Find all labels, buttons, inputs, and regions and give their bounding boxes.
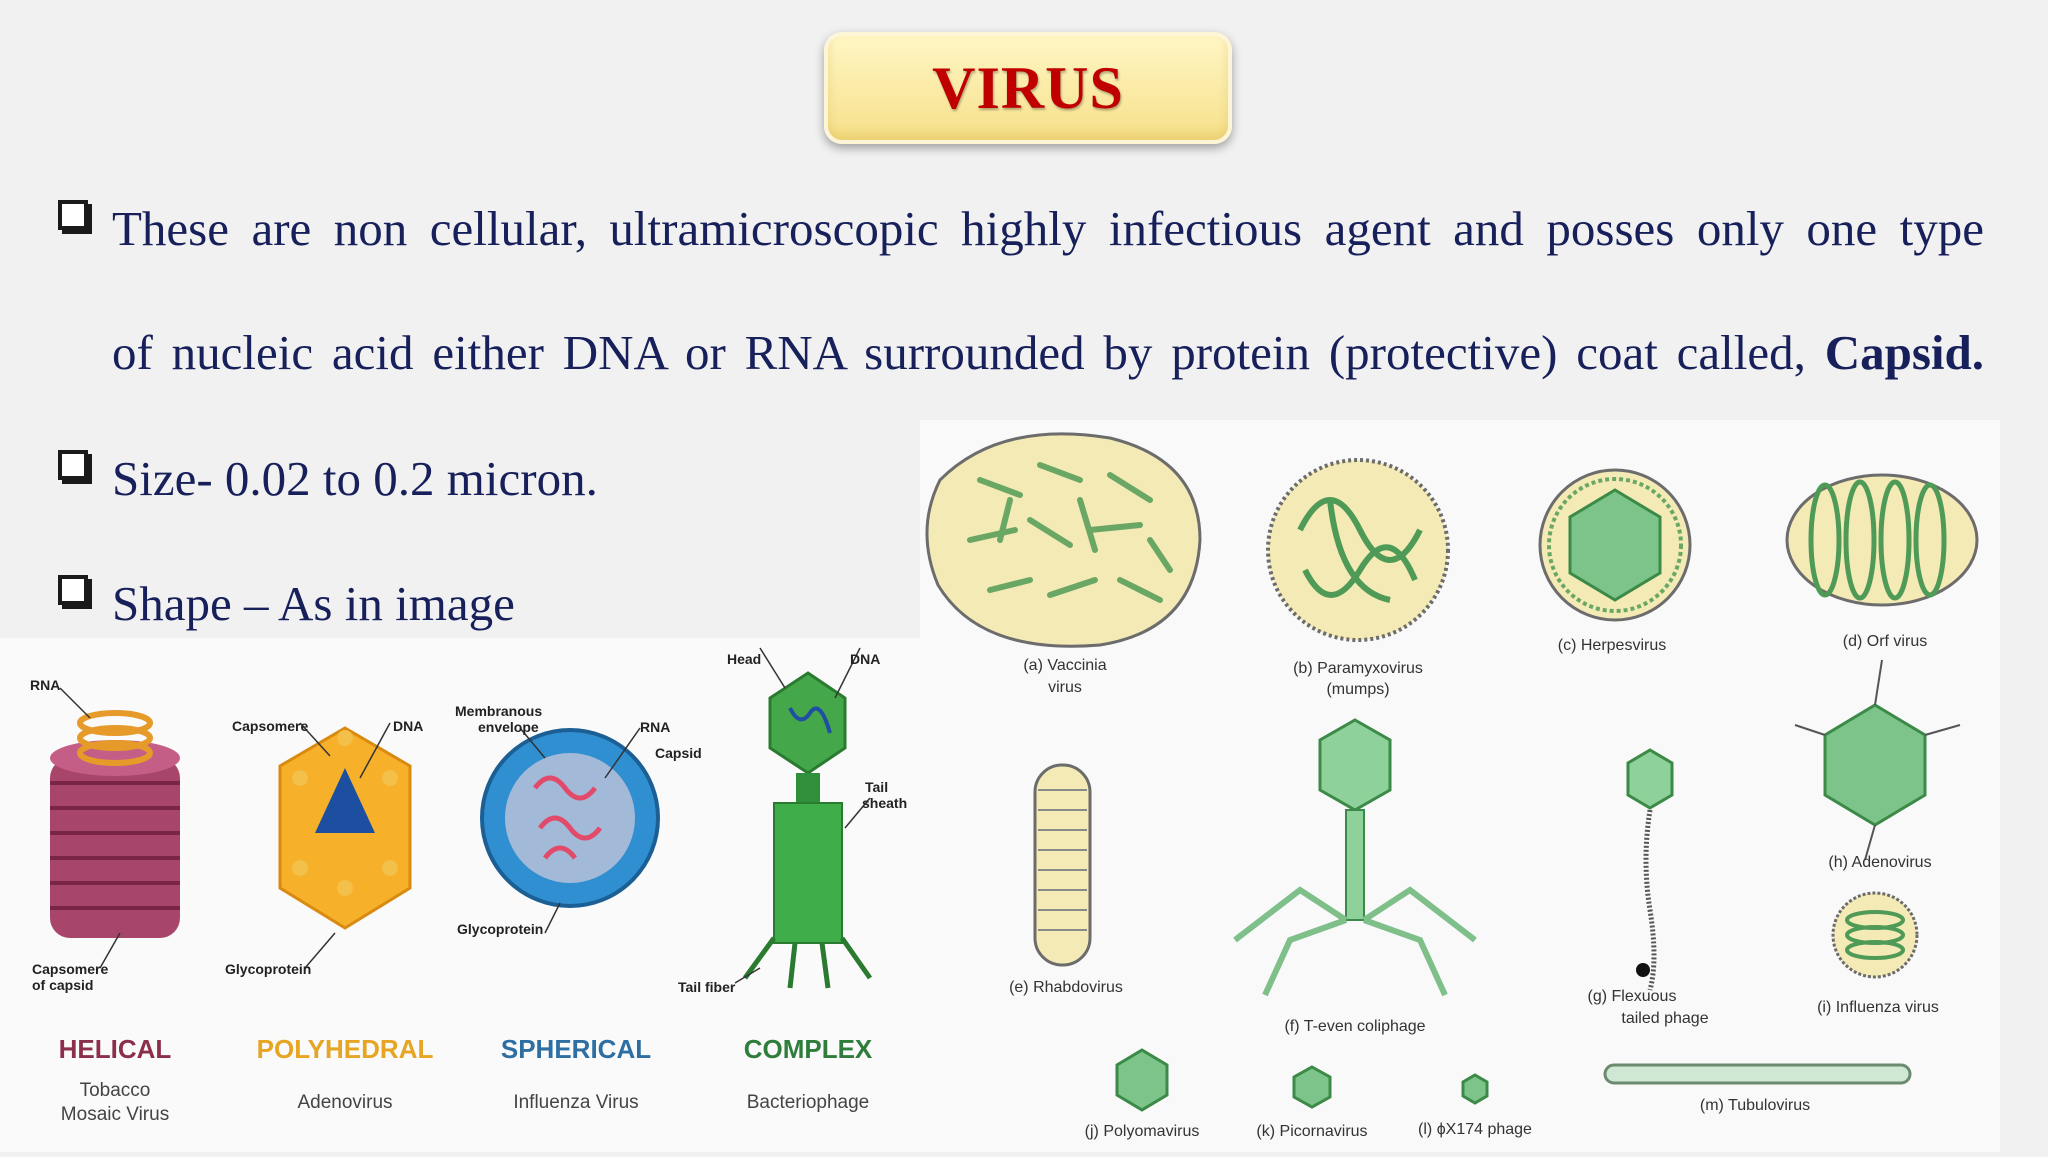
type-spherical: SPHERICAL — [501, 1034, 651, 1064]
vaccinia-illustration — [925, 432, 1202, 648]
picornavirus-illustration — [1292, 1065, 1332, 1109]
label-rna: RNA — [30, 677, 60, 693]
polyhedral-virus-illustration — [278, 722, 412, 969]
label-membranous: Membranous — [455, 703, 542, 719]
label-tubulovirus: (m) Tubulovirus — [1700, 1097, 1810, 1114]
label-head: Head — [727, 651, 761, 667]
label-vaccinia-2: virus — [1048, 679, 1082, 696]
polyomavirus-illustration — [1115, 1048, 1169, 1112]
label-adenovirus: (h) Adenovirus — [1828, 854, 1931, 871]
label-capsomere-capsid: Capsomere — [32, 961, 108, 977]
type-helical: HELICAL — [59, 1034, 172, 1064]
example-polyhedral: Adenovirus — [297, 1092, 392, 1113]
label-glycoprotein-spherical: Glycoprotein — [457, 921, 543, 937]
label-sheath: sheath — [862, 795, 907, 811]
label-rhabdovirus: (e) Rhabdovirus — [1009, 979, 1123, 996]
orf-virus-illustration — [1785, 473, 1979, 607]
influenza-virus-illustration — [1831, 891, 1919, 979]
label-polyomavirus: (j) Polyomavirus — [1085, 1123, 1200, 1140]
label-dna-complex: DNA — [850, 651, 880, 667]
label-tailed-phage: tailed phage — [1621, 1010, 1708, 1027]
label-orf-virus: (d) Orf virus — [1843, 633, 1927, 650]
herpesvirus-illustration — [1538, 468, 1692, 622]
example-complex: Bacteriophage — [747, 1092, 870, 1113]
virus-shapes-figure: RNA Capsomere of capsid Capsomere DNA Gl… — [0, 638, 920, 1152]
flexuous-phage-illustration — [1626, 748, 1674, 991]
type-complex: COMPLEX — [744, 1034, 873, 1064]
checkbox-bullet-icon — [58, 575, 88, 605]
example-helical-1: Tobacco — [80, 1080, 151, 1101]
virus-morphology-figure: (a) Vaccinia virus (b) Paramyxovirus (mu… — [920, 420, 2000, 1152]
label-tail-fiber: Tail fiber — [678, 979, 736, 995]
label-capsomere: Capsomere — [232, 718, 308, 734]
bullet-shape: Shape – As in image — [112, 576, 515, 631]
label-phix174-phage: (l) ϕX174 phage — [1418, 1121, 1532, 1138]
example-spherical: Influenza Virus — [513, 1092, 638, 1113]
label-capsid-spherical: Capsid — [655, 745, 702, 761]
slide-title: VIRUS — [932, 54, 1124, 121]
label-mumps: (mumps) — [1326, 681, 1389, 698]
bullet-1-line-a: These are non cellular, ultramicroscopic… — [112, 201, 1984, 256]
helical-virus-illustration — [50, 687, 180, 969]
label-envelope: envelope — [478, 719, 539, 735]
label-t-even-coliphage: (f) T-even coliphage — [1284, 1018, 1425, 1035]
label-glycoprotein-polyhedral: Glycoprotein — [225, 961, 311, 977]
bullet-size: Size- 0.02 to 0.2 micron. — [112, 451, 598, 506]
label-paramyxovirus: (b) Paramyxovirus — [1293, 660, 1423, 677]
label-influenza-virus: (i) Influenza virus — [1817, 999, 1939, 1016]
bullet-1-line-b: of nucleic acid either DNA or RNA surrou… — [112, 324, 1984, 381]
label-vaccinia: (a) Vaccinia — [1023, 657, 1106, 674]
type-polyhedral: POLYHEDRAL — [257, 1034, 434, 1064]
label-flexuous: (g) Flexuous — [1588, 988, 1677, 1005]
capsid-term: Capsid. — [1824, 325, 1985, 380]
tubulovirus-illustration — [1603, 1063, 1912, 1085]
adenovirus-illustration — [1794, 659, 1961, 861]
virus-morphology-svg: (a) Vaccinia virus (b) Paramyxovirus (mu… — [925, 432, 1979, 1140]
phix174-phage-illustration — [1461, 1073, 1489, 1105]
virus-shapes-svg: RNA Capsomere of capsid Capsomere DNA Gl… — [30, 647, 907, 1125]
complex-virus-illustration — [734, 647, 873, 989]
label-capsomere-capsid-2: of capsid — [32, 977, 93, 993]
t-even-coliphage-illustration — [1233, 718, 1477, 997]
bullet-1-line-b-text: of nucleic acid either DNA or RNA surrou… — [112, 325, 1806, 380]
label-dna-polyhedral: DNA — [393, 718, 423, 734]
label-herpesvirus: (c) Herpesvirus — [1558, 637, 1666, 654]
label-picornavirus: (k) Picornavirus — [1256, 1123, 1367, 1140]
checkbox-bullet-icon — [58, 450, 88, 480]
rhabdovirus-illustration — [1033, 763, 1092, 967]
example-helical-2: Mosaic Virus — [61, 1104, 169, 1125]
title-box: VIRUS — [824, 32, 1232, 144]
label-rna-spherical: RNA — [640, 719, 670, 735]
paramyxovirus-illustration — [1266, 458, 1450, 642]
checkbox-bullet-icon — [58, 200, 88, 230]
label-tail: Tail — [865, 779, 888, 795]
spherical-virus-illustration — [480, 727, 660, 934]
